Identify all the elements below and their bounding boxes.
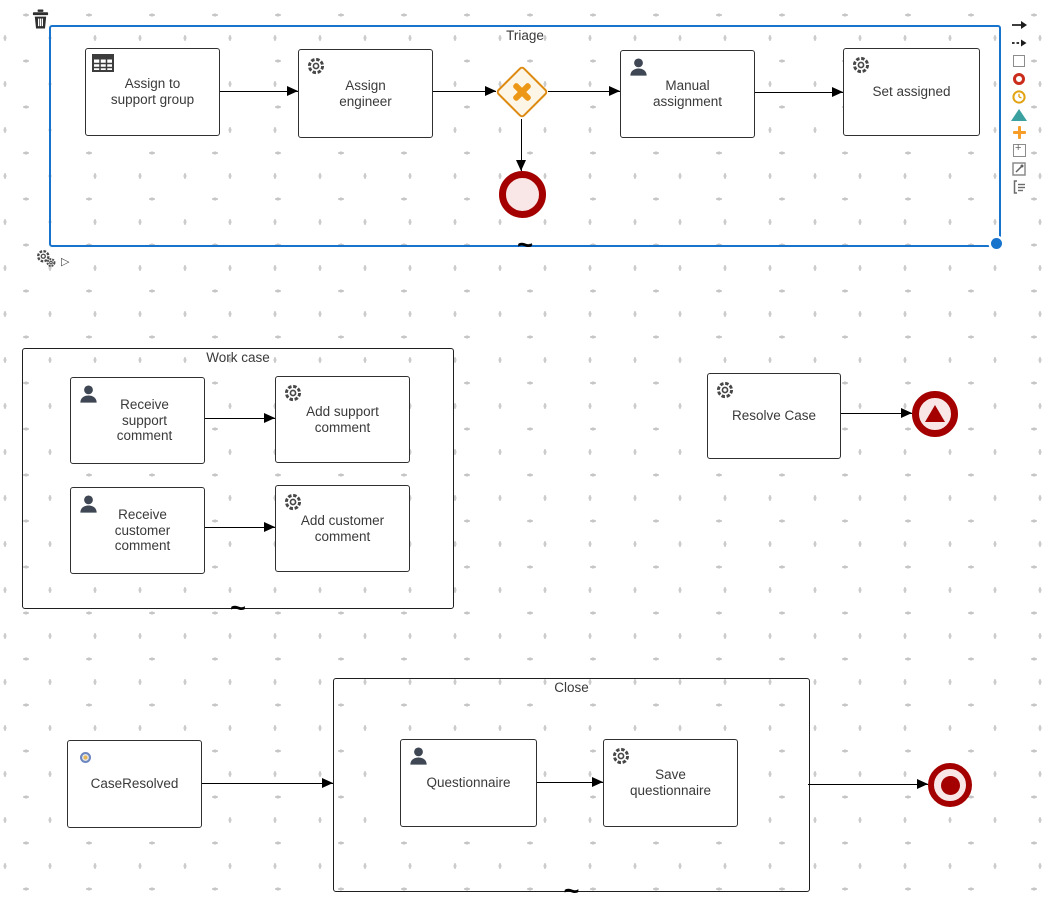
- task-receive-support-comment[interactable]: Receive support comment: [70, 377, 205, 464]
- user-icon: [77, 493, 100, 520]
- task-label: Save questionnaire: [629, 767, 712, 798]
- task-label: Manual assignment: [652, 78, 723, 109]
- task-square-icon[interactable]: [1010, 53, 1028, 68]
- resize-handle[interactable]: [991, 238, 1002, 249]
- stage-close-label: Close: [554, 680, 589, 695]
- sequence-flow[interactable]: [433, 86, 496, 96]
- user-icon: [407, 745, 430, 772]
- script-lines-icon[interactable]: [1010, 179, 1028, 194]
- task-questionnaire[interactable]: Questionnaire: [400, 739, 537, 827]
- service-gear-icon: [714, 379, 736, 405]
- stage-triage[interactable]: Triage ~: [49, 25, 1001, 259]
- sequence-flow[interactable]: [202, 778, 333, 788]
- task-label: Add support comment: [306, 403, 379, 435]
- timer-clock-icon[interactable]: [1010, 89, 1028, 104]
- task-assign-support-group[interactable]: Assign to support group: [85, 48, 220, 136]
- service-gear-icon: [282, 382, 304, 408]
- condition-dot-icon: [80, 752, 91, 763]
- task-label: Receive support comment: [116, 396, 173, 444]
- stage-square-plus-icon[interactable]: [1010, 142, 1028, 158]
- sequence-flow[interactable]: [548, 86, 620, 96]
- connection-arrow-icon[interactable]: [1010, 17, 1028, 32]
- sequence-flow[interactable]: [755, 87, 843, 97]
- gateway-x-icon: [502, 72, 542, 112]
- service-gear-icon: [850, 54, 872, 80]
- task-label: Questionnaire: [426, 775, 511, 791]
- trash-icon[interactable]: [31, 9, 50, 34]
- user-icon: [627, 56, 650, 83]
- task-label: Add customer comment: [300, 512, 385, 544]
- edit-pencil-square-icon[interactable]: [1010, 161, 1028, 176]
- sequence-flow[interactable]: [841, 408, 912, 418]
- task-label: Assign to support group: [110, 76, 195, 107]
- adhoc-marker: ~: [230, 593, 246, 623]
- task-save-questionnaire[interactable]: Save questionnaire: [603, 739, 738, 827]
- tool-palette[interactable]: [1003, 17, 1035, 194]
- task-label: Receive customer comment: [114, 506, 171, 554]
- sequence-flow[interactable]: [220, 86, 298, 96]
- double-gears-icon[interactable]: [35, 249, 57, 273]
- task-label: Resolve Case: [731, 408, 817, 424]
- escalation-triangle-icon: [925, 404, 945, 422]
- task-case-resolved[interactable]: CaseResolved: [67, 740, 202, 828]
- task-manual-assignment[interactable]: Manual assignment: [620, 50, 755, 138]
- sequence-flow[interactable]: [516, 119, 526, 171]
- sequence-flow[interactable]: [537, 777, 603, 787]
- add-plus-icon[interactable]: [1010, 125, 1028, 140]
- task-add-support-comment[interactable]: Add support comment: [275, 376, 410, 463]
- stage-context-pad[interactable]: ▷: [35, 249, 69, 273]
- end-event-triage[interactable]: [499, 171, 546, 218]
- sequence-flow[interactable]: [205, 522, 275, 532]
- task-add-customer-comment[interactable]: Add customer comment: [275, 485, 410, 572]
- service-gear-icon: [282, 491, 304, 517]
- task-receive-customer-comment[interactable]: Receive customer comment: [70, 487, 205, 574]
- stage-work-case[interactable]: Work case ~: [22, 348, 454, 622]
- stage-triage-label: Triage: [506, 28, 544, 43]
- task-set-assigned[interactable]: Set assigned: [843, 48, 980, 136]
- adhoc-marker: ~: [517, 230, 533, 260]
- terminate-end-event[interactable]: [928, 763, 972, 807]
- service-gear-icon: [610, 745, 632, 771]
- dashed-connection-arrow-icon[interactable]: [1010, 35, 1028, 50]
- task-label: Assign engineer: [339, 77, 392, 109]
- milestone-triangle-icon[interactable]: [1010, 107, 1028, 122]
- terminate-dot-icon: [940, 775, 960, 795]
- task-label: Set assigned: [872, 84, 951, 100]
- stage-close[interactable]: Close ~: [333, 678, 810, 904]
- task-assign-engineer[interactable]: Assign engineer: [298, 49, 433, 138]
- end-event-red-circle-icon[interactable]: [1010, 71, 1028, 86]
- adhoc-marker: ~: [563, 876, 580, 904]
- task-resolve-case[interactable]: Resolve Case: [707, 373, 841, 459]
- expand-arrow-glyph[interactable]: ▷: [61, 255, 70, 268]
- task-label: CaseResolved: [90, 776, 179, 792]
- escalation-end-event[interactable]: [912, 391, 958, 437]
- service-gear-icon: [305, 55, 327, 81]
- sequence-flow[interactable]: [808, 779, 928, 789]
- sequence-flow[interactable]: [205, 413, 275, 423]
- user-icon: [77, 383, 100, 410]
- business-rule-table-icon: [92, 54, 114, 76]
- stage-work-case-label: Work case: [206, 350, 270, 365]
